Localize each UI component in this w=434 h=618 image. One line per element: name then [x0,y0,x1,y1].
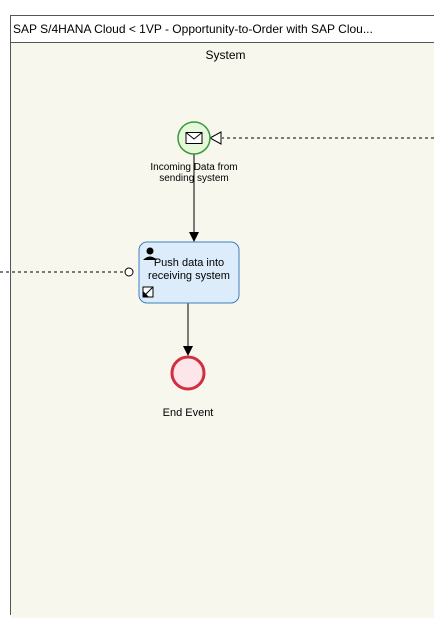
end-event-label: End Event [162,407,214,419]
task-label: Push data into receiving system [148,257,230,282]
pool-title: SAP S/4HANA Cloud < 1VP - Opportunity-to… [11,16,434,43]
start-event-label: Incoming Data from sending system [150,162,238,184]
task-push-data[interactable] [138,241,240,304]
subprocess-marker-icon [142,286,154,298]
process-diagram [0,121,434,391]
envelope-icon [185,132,203,144]
incoming-message-flow[interactable] [208,131,434,145]
lane-system: System [11,43,434,618]
outgoing-message-flow[interactable] [0,267,134,277]
lane-title: System [205,48,246,62]
start-event[interactable] [177,121,211,155]
user-icon [143,247,157,260]
end-event[interactable] [170,355,206,391]
pool: SAP S/4HANA Cloud < 1VP - Opportunity-to… [10,15,434,618]
